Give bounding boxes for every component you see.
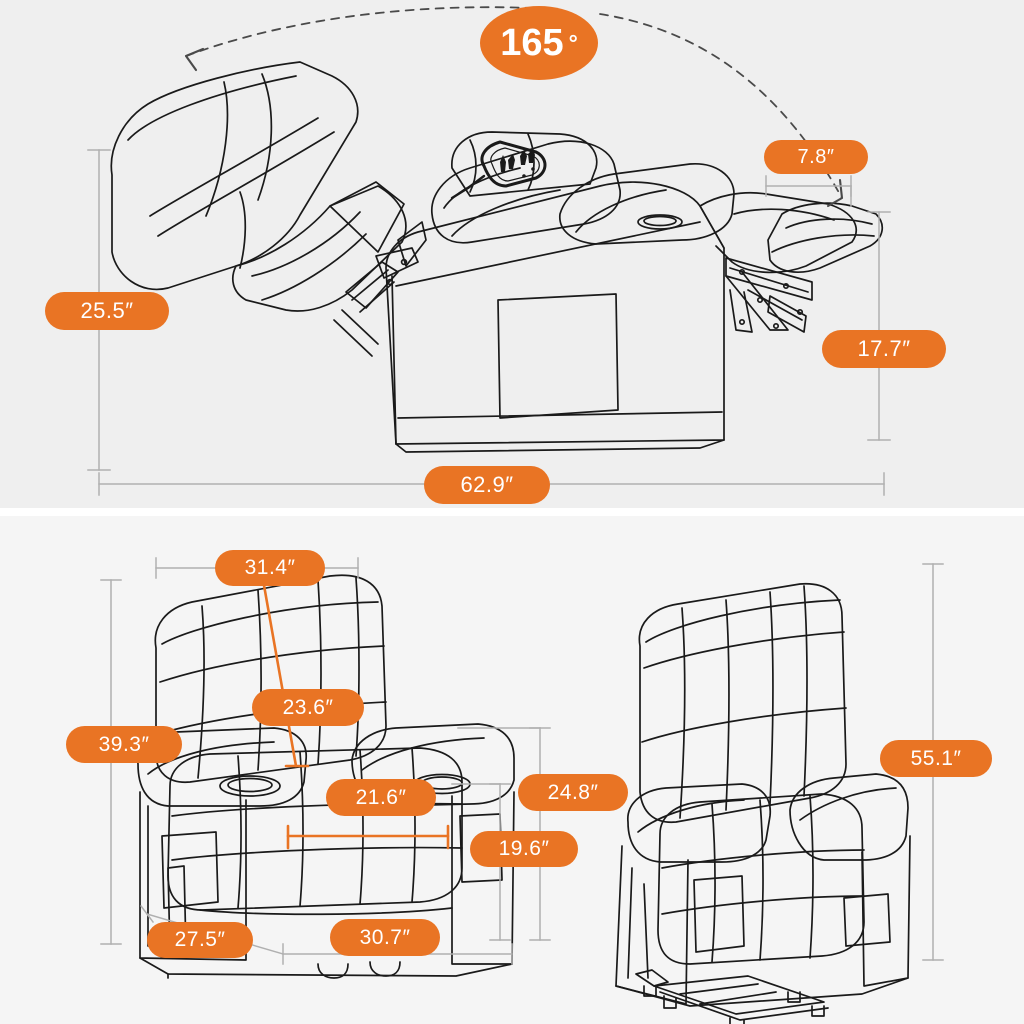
label-overall-length-reclined: 62.9″ <box>424 466 550 504</box>
label-seat-width: 21.6″ <box>326 779 436 816</box>
angle-unit: ° <box>568 29 578 56</box>
angle-value: 165 <box>500 21 564 64</box>
panel-reclined-view: 165° 25.5″ 7.8″ 17.7″ 62.9″ <box>0 0 1024 508</box>
label-seat-depth-side: 24.8″ <box>518 774 628 811</box>
recline-angle-badge: 165° <box>480 6 598 80</box>
label-backrest-height: 23.6″ <box>252 689 364 726</box>
label-overall-width: 31.4″ <box>215 550 325 586</box>
label-footrest-height: 17.7″ <box>822 330 946 368</box>
reclined-view-illustration <box>87 6 891 496</box>
label-footrest-width: 7.8″ <box>764 140 868 174</box>
panel-front-and-lifted-view: 31.4″ 39.3″ 23.6″ 21.6″ 24.8″ 19.6″ 27.5… <box>0 516 1024 1024</box>
label-seat-height: 19.6″ <box>470 831 578 867</box>
label-lifted-height: 55.1″ <box>880 740 992 777</box>
label-overall-height: 39.3″ <box>66 726 182 763</box>
label-overall-depth: 30.7″ <box>330 919 440 956</box>
label-base-depth: 27.5″ <box>147 922 253 958</box>
label-overall-height-reclined: 25.5″ <box>45 292 169 330</box>
